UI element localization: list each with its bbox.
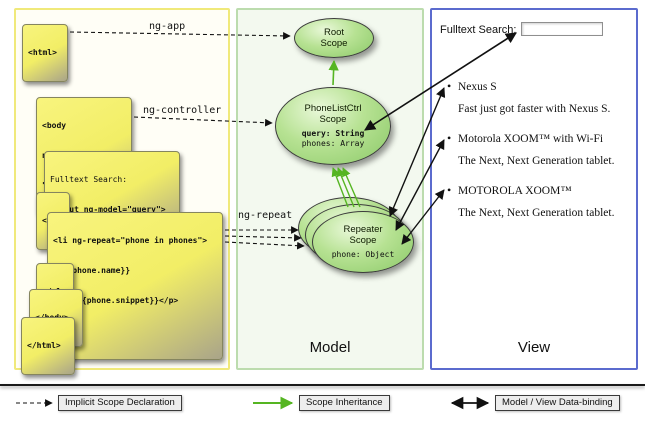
- code-text: <body: [42, 121, 67, 130]
- model-panel-label: Model: [309, 339, 351, 356]
- view-phone-list: Nexus S Fast just got faster with Nexus …: [447, 79, 628, 236]
- phone-title: Motorola XOOM™ with Wi-Fi: [447, 131, 628, 146]
- view-search-label: Fulltext Search:: [440, 24, 517, 36]
- scope-name: PhoneListCtrl: [304, 103, 362, 114]
- view-search-input-depiction: [521, 22, 603, 36]
- legend-data-binding: Model / View Data-binding: [495, 395, 620, 411]
- model-panel: [236, 8, 424, 370]
- code-text: <li ng-repeat="phone in phones">: [53, 236, 208, 245]
- scope-type: Scope: [349, 235, 377, 246]
- ng-app-label: ng-app: [147, 21, 188, 32]
- code-html-close: </html>: [21, 317, 75, 375]
- list-item: MOTOROLA XOOM™ The Next, Next Generation…: [447, 183, 628, 220]
- legend-scope-inheritance: Scope Inheritance: [299, 395, 390, 411]
- root-scope-ellipse: Root Scope: [294, 18, 374, 58]
- ng-repeat-label: ng-repeat: [238, 210, 293, 221]
- phonelistctrl-scope-ellipse: PhoneListCtrl Scope query: String phones…: [275, 87, 391, 165]
- code-text: </html>: [27, 341, 61, 350]
- code-text: <p>{{phone.snippet}}</p>: [53, 296, 179, 305]
- list-item: Motorola XOOM™ with Wi-Fi The Next, Next…: [447, 131, 628, 168]
- phone-desc: The Next, Next Generation tablet.: [458, 207, 615, 219]
- scope-type: Scope: [320, 38, 348, 49]
- scope-name: Root: [323, 27, 345, 38]
- scope-name: Repeater: [343, 224, 383, 235]
- phone-desc: The Next, Next Generation tablet.: [458, 155, 615, 167]
- scope-type: Scope: [319, 114, 347, 125]
- scope-prop-phones: phones: Array: [301, 139, 365, 148]
- code-text: <html>: [28, 48, 57, 57]
- view-panel-label: View: [517, 339, 551, 356]
- legend-implicit-scope: Implicit Scope Declaration: [58, 395, 182, 411]
- phone-title: MOTOROLA XOOM™: [447, 183, 628, 198]
- scope-prop-phone: phone: Object: [331, 250, 395, 259]
- list-item: Nexus S Fast just got faster with Nexus …: [447, 79, 628, 116]
- phone-desc: Fast just got faster with Nexus S.: [458, 103, 611, 115]
- code-text: Fulltext Search:: [50, 175, 128, 184]
- scope-prop-query: query: String: [301, 129, 365, 138]
- code-text: {{phone.name}}: [53, 266, 131, 275]
- legend-divider: [0, 384, 645, 386]
- code-html-open: <html>: [22, 24, 68, 82]
- ng-controller-label: ng-controller: [141, 105, 224, 116]
- repeater-scope-ellipse: Repeater Scope phone: Object: [312, 211, 414, 273]
- phone-title: Nexus S: [447, 79, 628, 94]
